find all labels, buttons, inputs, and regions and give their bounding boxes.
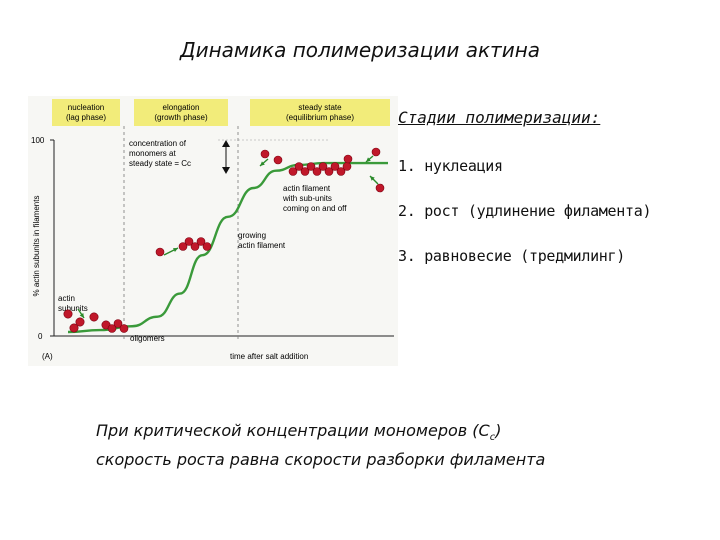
- actin-polymerization-figure: nucleation(lag phase) elongation(growth p…: [28, 96, 398, 366]
- steady-filament-bead: [336, 167, 346, 176]
- annotation-growing-0: growing: [238, 231, 266, 240]
- note-line-1-subscript: с: [489, 432, 496, 444]
- phase-label-boxes: nucleation(lag phase) elongation(growth p…: [52, 99, 390, 126]
- phase-box-1: [134, 99, 228, 126]
- growing-filament-bead: [178, 242, 188, 251]
- steady-filament-bead: [288, 167, 298, 176]
- incoming-subunit-bead: [343, 154, 353, 164]
- figure-background: [28, 96, 398, 366]
- free-subunit-bead: [89, 312, 99, 322]
- phase-label-1-line-1: (growth phase): [154, 113, 208, 122]
- note-line-1: При критической концентрации мономеров (…: [96, 420, 696, 449]
- annotation-concentration-2: steady state = Cc: [129, 159, 191, 168]
- annotation-filament-1: with sub-units: [282, 194, 332, 203]
- on-arrow-right-bottom-head: [370, 176, 375, 181]
- chart-axes: 100 0 % actin subunits in filaments time…: [31, 136, 394, 361]
- stage-item-equilibrium: 3. равновесие (тредмилинг): [398, 247, 626, 265]
- y-tick-top: 100: [31, 136, 45, 145]
- phase-label-2-line-1: (equilibrium phase): [286, 113, 354, 122]
- note-line-1-close: ): [495, 421, 502, 440]
- note-line-2: скорость роста равна скорости разборки ф…: [96, 450, 546, 470]
- oligomer-bead: [113, 319, 123, 328]
- figure-arrows: [77, 155, 379, 319]
- subunit-arrow-head: [79, 313, 84, 318]
- note-line-1-main: При критической концентрации мономеров (…: [96, 421, 490, 440]
- leaving-subunit-bead: [273, 155, 283, 165]
- incoming-subunit-bead: [155, 247, 165, 257]
- steady-filament-bead: [318, 162, 328, 171]
- growing-filament-bead: [184, 237, 194, 246]
- cc-arrow-head-bottom: [222, 167, 230, 174]
- free-subunit-bead: [69, 323, 79, 333]
- x-axis-label: time after salt addition: [230, 352, 308, 361]
- annotation-filament-2: coming on and off: [283, 204, 347, 213]
- steady-filament-bead: [342, 162, 352, 171]
- annotation-concentration-0: concentration of: [129, 139, 187, 148]
- incoming-subunit-bead: [375, 183, 385, 193]
- growing-filament-bead: [190, 242, 200, 251]
- panel-label: (A): [42, 352, 53, 361]
- cc-arrow-head-top: [222, 140, 230, 147]
- y-axis-label: % actin subunits in filaments: [32, 196, 41, 297]
- phase-label-1-line-0: elongation: [163, 103, 200, 112]
- steady-filament-bead: [306, 162, 316, 171]
- growing-filament-bead: [196, 237, 206, 246]
- stages-heading: Стадии полимеризации:: [398, 108, 601, 127]
- stage-item-elongation: 2. рост (удлинение филамента): [398, 202, 652, 220]
- steady-filament-bead: [312, 167, 322, 176]
- annotation-filament-0: actin filament: [283, 184, 331, 193]
- on-arrow-right-top-head: [366, 157, 371, 162]
- y-tick-bottom: 0: [38, 332, 43, 341]
- actin-subunit-beads: [63, 147, 385, 333]
- off-arrow-left-head: [260, 161, 265, 166]
- oligomer-bead: [119, 324, 129, 333]
- free-subunit-bead: [63, 309, 73, 319]
- annotation-subunits-0: actin: [58, 294, 75, 303]
- growing-filament-bead: [202, 242, 212, 251]
- annotation-subunits-1: subunits: [58, 304, 88, 313]
- phase-label-0-line-0: nucleation: [68, 103, 104, 112]
- growth-arrow-head: [173, 248, 178, 252]
- steady-filament-bead: [324, 167, 334, 176]
- slide-title: Динамика полимеризации актина: [179, 38, 541, 62]
- annotation-oligomers-0: oligomers: [130, 334, 165, 343]
- critical-concentration-note: При критической концентрации мономеров (…: [96, 420, 696, 471]
- phase-box-0: [52, 99, 120, 126]
- steady-filament-bead: [330, 162, 340, 171]
- phase-label-2-line-0: steady state: [298, 103, 342, 112]
- oligomer-bead: [107, 324, 117, 333]
- phase-label-0-line-1: (lag phase): [66, 113, 106, 122]
- annotation-concentration-1: monomers at: [129, 149, 176, 158]
- stages-panel: Стадии полимеризации: 1. нуклеация 2. ро…: [398, 108, 716, 292]
- steady-filament-bead: [294, 162, 304, 171]
- steady-filament-bead: [300, 167, 310, 176]
- annotation-growing-1: actin filament: [238, 241, 286, 250]
- cc-double-arrow: [218, 139, 328, 174]
- leaving-subunit-bead: [260, 149, 270, 159]
- incoming-subunit-bead: [371, 147, 381, 157]
- free-subunit-bead: [75, 317, 85, 327]
- stage-item-nucleation: 1. нуклеация: [398, 157, 503, 175]
- phase-box-2: [250, 99, 390, 126]
